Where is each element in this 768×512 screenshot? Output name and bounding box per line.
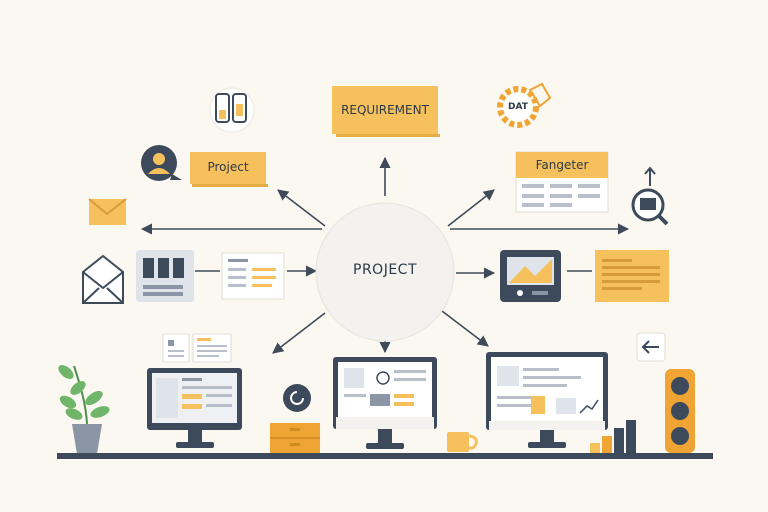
back-arrow-icon — [636, 332, 666, 362]
envelope-outline-icon — [82, 254, 124, 304]
plant-decoration — [58, 365, 110, 454]
coffee-mug — [447, 432, 478, 452]
drawer-box — [270, 423, 320, 453]
arrow-upper-left — [277, 189, 326, 227]
requirement-note — [332, 86, 438, 134]
tablet-device — [500, 250, 561, 302]
phone-chat-icon — [209, 87, 255, 133]
refresh-icon — [283, 384, 311, 412]
orange-document-right — [595, 250, 669, 302]
arrow-lower-left — [272, 312, 326, 354]
project-label: Project — [207, 160, 249, 174]
monitor-right — [486, 352, 608, 448]
monitor-left — [147, 368, 242, 448]
monitor-center — [333, 357, 437, 449]
arrow-lower-right — [441, 310, 489, 347]
fangeter-label: Fangeter — [535, 158, 589, 172]
arrow-upper-right — [447, 189, 495, 227]
search-icon — [631, 166, 669, 226]
user-avatar-icon — [141, 145, 182, 181]
document-card-left — [221, 252, 285, 300]
center-hub — [315, 202, 455, 342]
dashboard-panel-left — [136, 250, 194, 302]
dat-label: DAT — [508, 102, 528, 112]
project-note — [190, 152, 266, 184]
fangeter-card — [515, 151, 609, 213]
traffic-light-icon — [665, 369, 695, 453]
coin-stacks — [590, 420, 636, 453]
requirement-label: REQUIREMENT — [341, 103, 429, 117]
envelope-small-icon — [88, 198, 127, 225]
gear-icon — [497, 82, 552, 128]
small-documents — [162, 333, 232, 363]
center-label: PROJECT — [353, 262, 417, 278]
desk-shelf — [57, 453, 713, 459]
connector-arrows — [140, 156, 630, 354]
